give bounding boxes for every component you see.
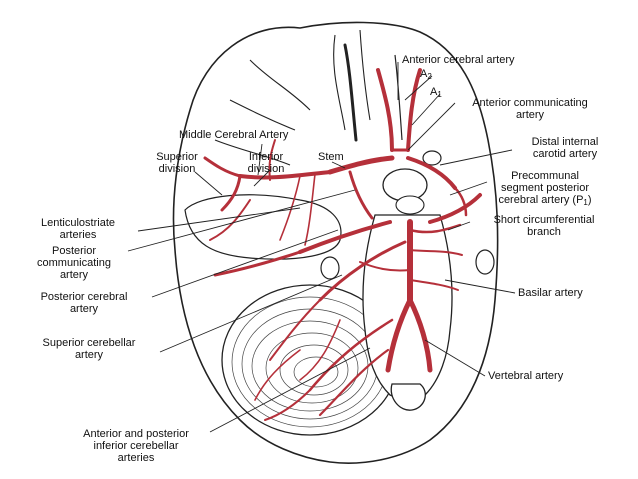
label-superior-cerebellar-artery: Superior cerebellar artery xyxy=(42,337,136,361)
label-anterior-posterior-inferior-cerebellar-arteries: Anterior and posterior inferior cerebell… xyxy=(83,428,189,464)
label-distal-internal-carotid-artery: Distal internal carotid artery xyxy=(531,136,599,160)
label-superior-division: Superior division xyxy=(156,151,198,175)
olfactory-tract-right xyxy=(394,54,403,141)
arteries xyxy=(203,68,482,421)
label-posterior-cerebral-artery: Posterior cerebral artery xyxy=(40,291,128,315)
label-vertebral-artery: Vertebral artery xyxy=(488,370,564,382)
label-precommunal-segment: Precommunal segment posterior cerebral a… xyxy=(498,170,592,207)
olfactory-tract-left xyxy=(343,43,358,142)
frontal-gyri xyxy=(214,29,371,166)
label-a1: A1 xyxy=(430,86,442,99)
label-anterior-communicating-artery: Anterior communicating artery xyxy=(472,97,588,121)
leader-lines xyxy=(127,62,516,433)
label-anterior-cerebral-artery: Anterior cerebral artery xyxy=(402,54,515,66)
temporal-lobe-left xyxy=(184,194,342,260)
label-basilar-artery: Basilar artery xyxy=(518,287,583,299)
label-inferior-division: Inferior division xyxy=(247,151,285,175)
label-short-circumferential-branch: Short circumferential branch xyxy=(493,214,595,238)
label-middle-cerebral-artery: Middle Cerebral Artery xyxy=(179,129,289,141)
mammillary-body xyxy=(395,195,425,215)
brain-outline xyxy=(172,21,499,464)
label-lenticulostriate-arteries: Lenticulostriate arteries xyxy=(41,217,115,241)
trigeminal-nerve-left xyxy=(320,256,340,280)
label-posterior-communicating-artery: Posterior communicating artery xyxy=(37,245,111,281)
trigeminal-nerve-right xyxy=(475,249,495,275)
label-stem: Stem xyxy=(318,151,344,163)
internal-carotid-stump xyxy=(422,150,442,166)
label-a2: A2 xyxy=(420,68,432,81)
medulla-section xyxy=(390,383,426,411)
